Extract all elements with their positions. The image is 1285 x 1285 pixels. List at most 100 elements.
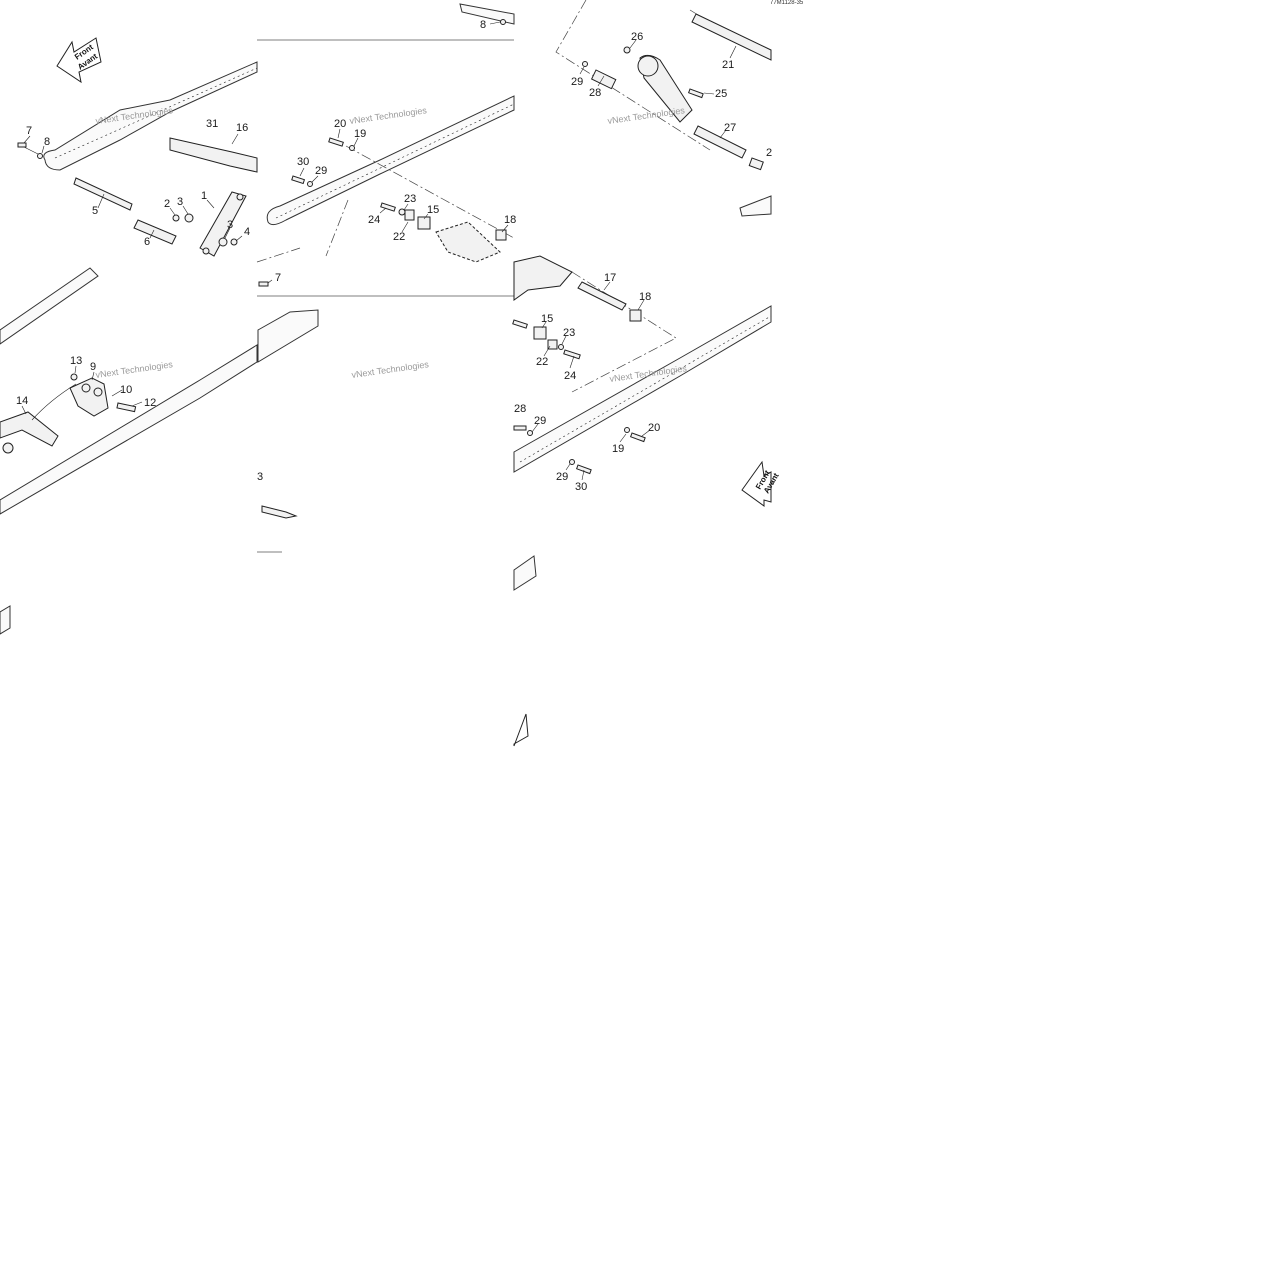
watermark: vNext Technologies (351, 359, 430, 380)
callout-29: 29 (571, 76, 583, 88)
nut-8-top (500, 19, 506, 25)
slide-rail-right (513, 305, 772, 473)
tile-right: 77M1128-35 F (512, 0, 804, 747)
spacer-22b (547, 339, 558, 350)
rail-bracket (257, 309, 319, 363)
callout-30: 30 (297, 156, 309, 168)
bolt-25 (687, 88, 704, 99)
bushing-15 (417, 216, 431, 230)
callout-26: 26 (631, 31, 643, 43)
callout-28: 28 (589, 87, 601, 99)
callout-2: 2 (164, 198, 170, 210)
callout-17: 17 (604, 272, 616, 284)
rod-5 (73, 177, 133, 211)
spacer-22 (404, 209, 415, 221)
callout-7: 7 (26, 125, 32, 137)
callout-21: 21 (722, 59, 734, 71)
front-arrow-right: Front Avant (741, 460, 781, 507)
watermark: vNext Technologies (95, 359, 174, 380)
bushing-18 (495, 229, 507, 241)
callout-19: 19 (612, 443, 624, 455)
callout-5: 5 (92, 205, 98, 217)
front-arrow-left: Front Avant (56, 37, 102, 84)
washer-19b (624, 427, 630, 433)
slide-rail-middle (266, 95, 515, 226)
bushing-15b (533, 326, 547, 340)
callout-4: 4 (244, 226, 250, 238)
nut-8 (37, 153, 43, 159)
arm-outline (435, 221, 501, 263)
washer-19 (349, 145, 355, 151)
bolt-20b (629, 432, 646, 443)
sleeve-28 (590, 69, 617, 90)
callout-19: 19 (354, 128, 366, 140)
linkage-upper-right (513, 255, 573, 301)
bolt-30 (291, 175, 306, 185)
callout-25: 25 (715, 88, 727, 100)
callout-29: 29 (556, 471, 568, 483)
callout-18: 18 (504, 214, 516, 226)
bolt-12 (116, 402, 137, 413)
bushing-18b (629, 309, 642, 322)
arm-14 (0, 411, 59, 447)
washer-23b (558, 344, 564, 350)
bracket-9 (69, 377, 109, 417)
callout-29: 29 (534, 415, 546, 427)
washer-3 (184, 213, 194, 223)
tile-left: Front Avant (0, 37, 319, 635)
tile-middle (256, 3, 515, 553)
callout-3: 3 (227, 219, 233, 231)
callout-8: 8 (44, 136, 50, 148)
callout-22: 22 (536, 356, 548, 368)
watermark: vNext Technologies (349, 105, 428, 126)
callout-30: 30 (575, 481, 587, 493)
washer-3b (218, 237, 228, 247)
callout-27: 27 (724, 122, 736, 134)
rod-27 (693, 125, 747, 159)
front-arrow-fragment (513, 713, 529, 747)
callout-22: 22 (393, 231, 405, 243)
callout-29: 29 (315, 165, 327, 177)
callout-10: 10 (120, 384, 132, 396)
watermark: vNext Technologies (607, 105, 686, 126)
nut-4 (230, 238, 238, 246)
slide-rail-lower-left (0, 267, 99, 345)
callout-20: 20 (648, 422, 660, 434)
callout-24: 24 (368, 214, 380, 226)
callout-8: 8 (480, 19, 486, 31)
washer-29 (307, 181, 313, 187)
rod-17 (577, 281, 627, 311)
rod-21 (691, 13, 772, 61)
callout-13: 13 (70, 355, 82, 367)
callout-20: 20 (334, 118, 346, 130)
callout-15: 15 (427, 204, 439, 216)
nut-2 (172, 214, 180, 222)
callout-2-fragment: 2 (766, 147, 772, 159)
bolt-7b (258, 281, 269, 287)
callout-6: 6 (144, 236, 150, 248)
callout-7: 7 (275, 272, 281, 284)
bolt-24 (380, 202, 396, 212)
bolt-20 (328, 137, 344, 147)
callout-23: 23 (563, 327, 575, 339)
arm-1 (199, 191, 247, 257)
nut-26 (623, 46, 631, 54)
washer-29c (582, 61, 588, 67)
callout-18: 18 (639, 291, 651, 303)
callout-24: 24 (564, 370, 576, 382)
callout-3: 3 (177, 196, 183, 208)
bolt-24b (563, 349, 581, 360)
bolt-28b (512, 319, 528, 329)
callout-15: 15 (541, 313, 553, 325)
callout-28: 28 (514, 403, 526, 415)
slide-rail-upper (43, 61, 258, 171)
callout-1: 1 (201, 190, 207, 202)
drawing-reference-code: 77M1128-35 (770, 0, 804, 6)
nut-13 (70, 373, 78, 381)
callout-16: 16 (236, 122, 248, 134)
bolt-30b (575, 464, 592, 475)
callouts: 7 8 31 16 1 2 3 3 4 5 6 13 9 10 12 14 8 … (16, 19, 772, 493)
callout-31: 31 (206, 118, 218, 130)
linkage-16 (169, 137, 258, 173)
